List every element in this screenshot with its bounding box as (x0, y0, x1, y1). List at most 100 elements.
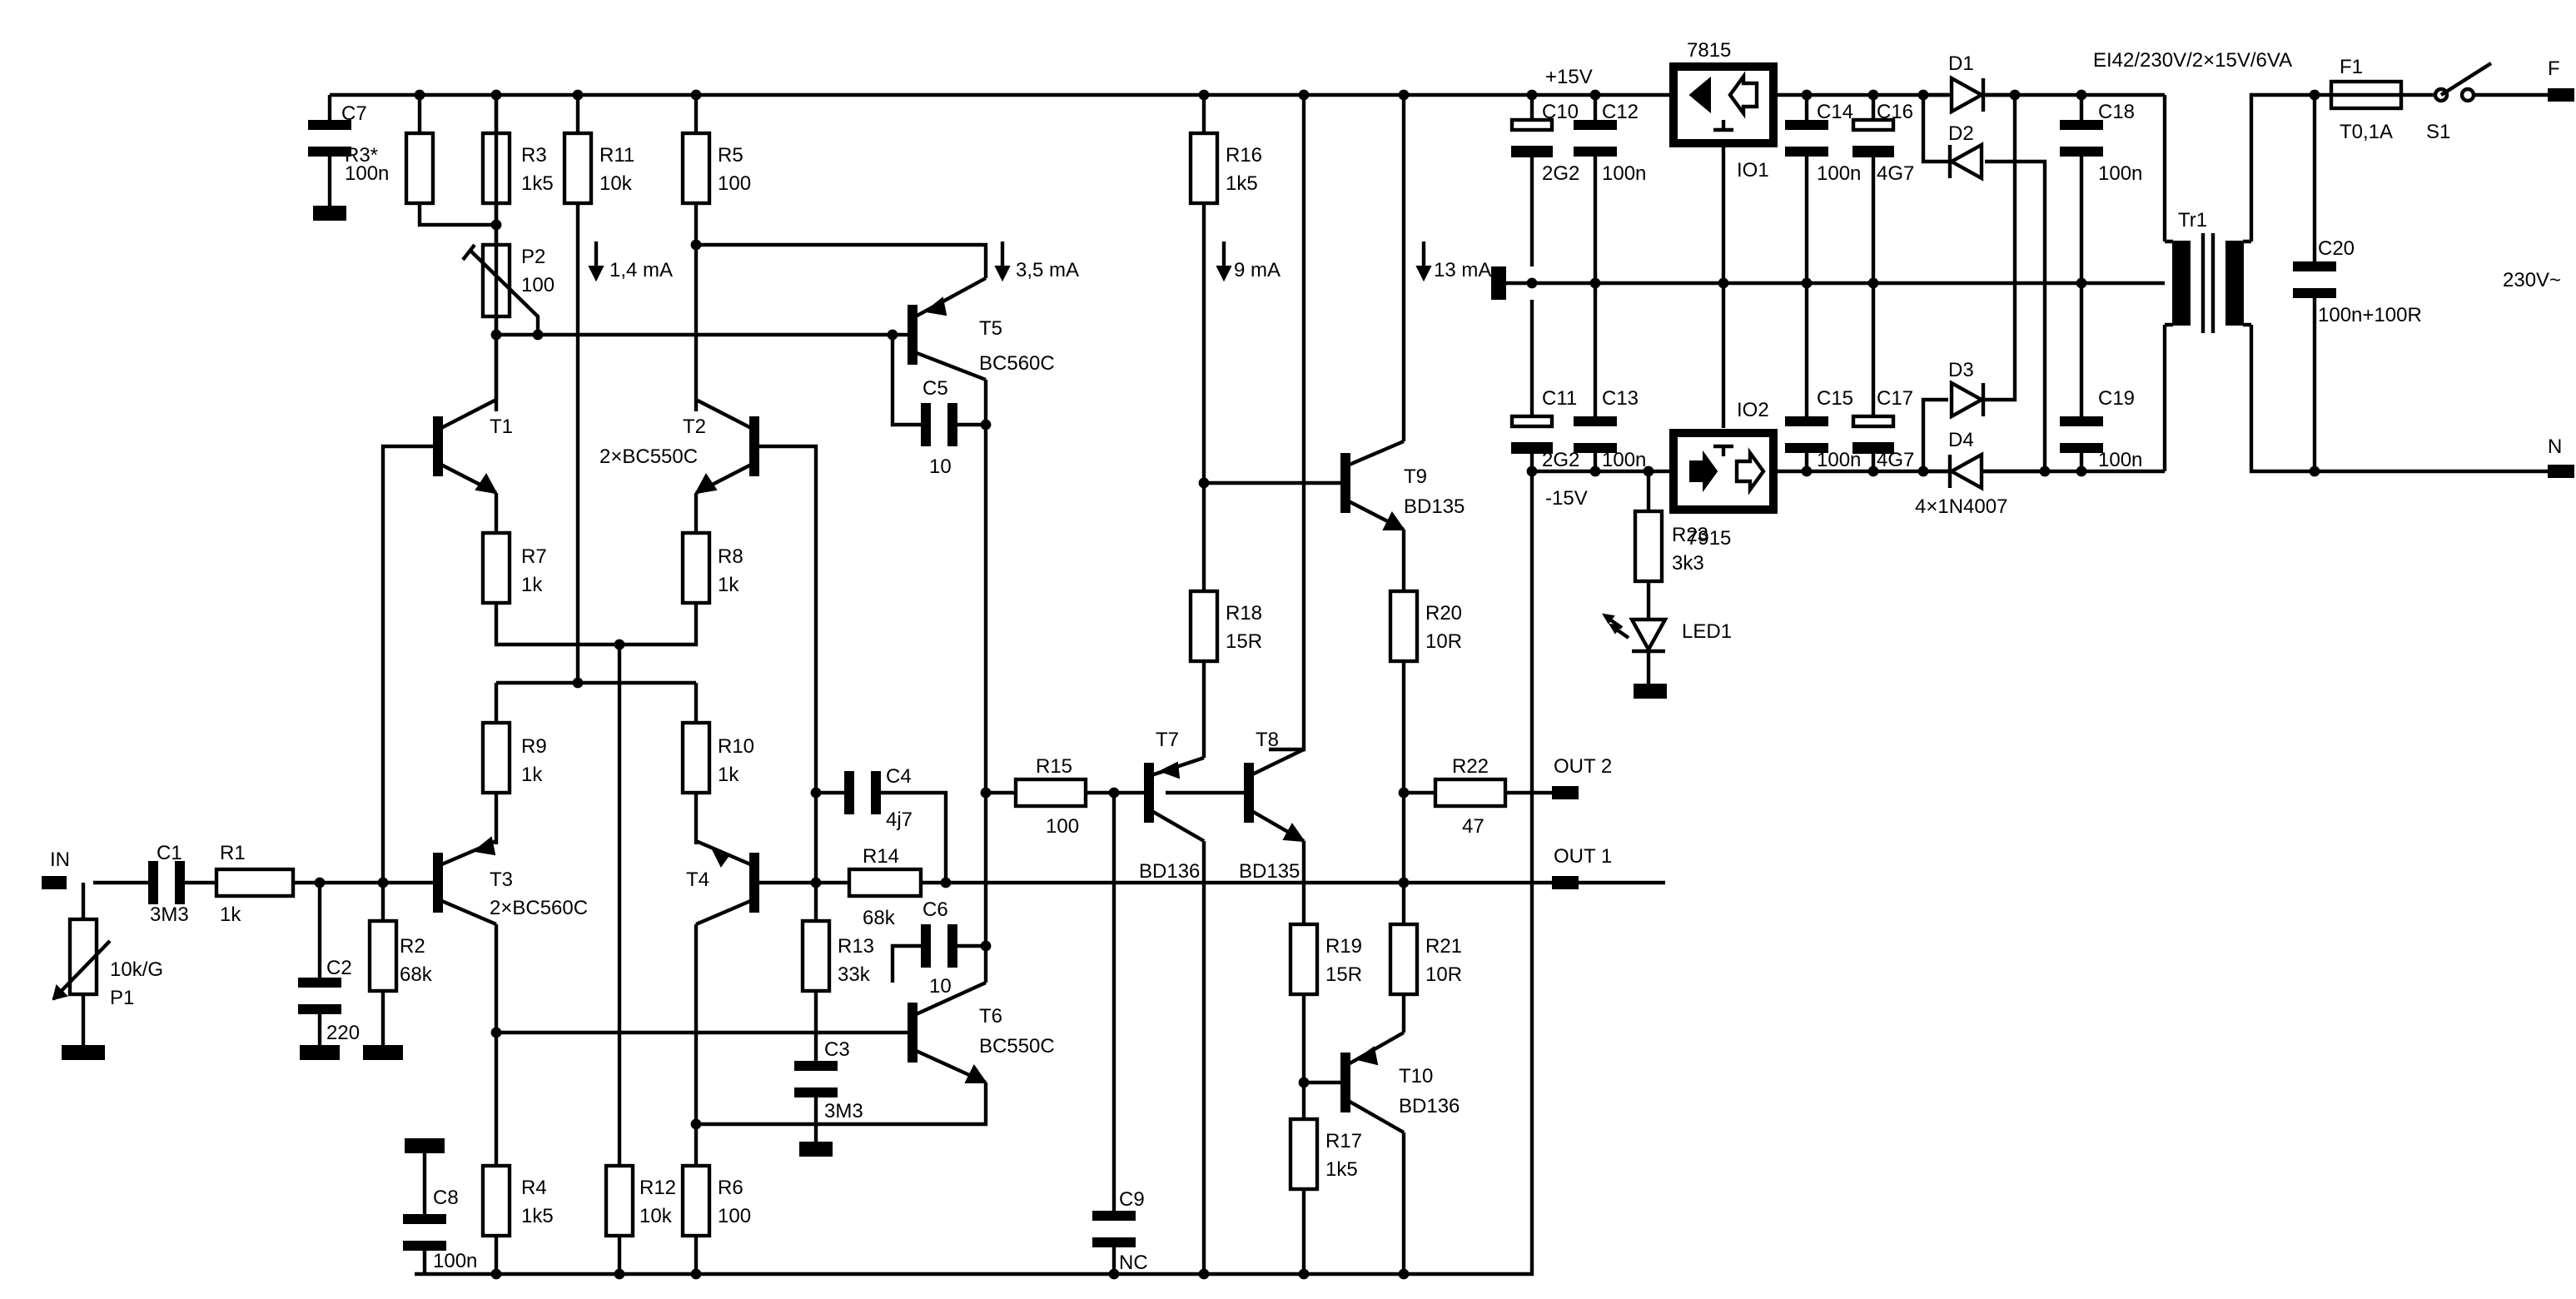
label-c11: C11 (1542, 387, 1577, 410)
label-r1: R1 (220, 842, 246, 864)
label-i1: 1,4 mA (609, 259, 673, 281)
label-t8: T8 (1256, 729, 1279, 751)
label-r13: R13 (838, 935, 874, 958)
resistor-r6 (680, 1163, 712, 1238)
label-r6-val: 100 (718, 1205, 751, 1227)
cap-c16 (1851, 117, 1896, 157)
resistor-r16 (1188, 131, 1220, 206)
cap-c6 (921, 924, 957, 968)
label-tr1: Tr1 (2178, 209, 2207, 231)
label-diode-part: 4×1N4007 (1915, 495, 2007, 518)
label-c20-val: 100n+100R (2318, 304, 2422, 326)
label-r21-val: 10R (1425, 963, 1462, 986)
label-c3-val: 3M3 (824, 1100, 863, 1122)
label-c14-val: 100n (1817, 162, 1861, 185)
label-i4: 13 mA (1434, 259, 1491, 281)
label-c17-val: 4G7 (1877, 449, 1914, 471)
label-io1-part: 7815 (1687, 39, 1731, 62)
label-c15-val: 100n (1817, 449, 1861, 471)
label-r20-val: 10R (1425, 630, 1462, 653)
label-r20: R20 (1425, 602, 1462, 625)
label-c11-val: 2G2 (1542, 449, 1579, 471)
label-c10: C10 (1542, 101, 1579, 123)
regulators (1669, 62, 1778, 514)
resistor-r8 (680, 530, 712, 605)
capacitors (148, 117, 2336, 1251)
label-r14-val: 68k (863, 907, 896, 929)
label-f1-val: T0,1A (2340, 121, 2393, 143)
label-d4: D4 (1948, 429, 1974, 451)
label-r22: R22 (1452, 755, 1489, 778)
label-c17: C17 (1877, 387, 1913, 410)
label-r22-val: 47 (1462, 815, 1484, 838)
label-r3s: R3* (345, 144, 378, 167)
label-t10: T10 (1399, 1065, 1433, 1087)
resistor-r7 (480, 530, 512, 605)
diode-d1 (1949, 75, 1986, 115)
label-r18-val: 15R (1226, 630, 1262, 653)
label-r9: R9 (521, 735, 547, 758)
terminals (42, 88, 2574, 889)
label-out1: OUT 1 (1554, 845, 1612, 868)
resistor-r4 (480, 1163, 512, 1238)
resistor-r9 (480, 720, 512, 795)
label-t9-part: BD135 (1404, 495, 1465, 518)
cap-c4 (844, 771, 881, 814)
cap-c3 (794, 1061, 838, 1097)
cap-c11 (1509, 414, 1554, 454)
resistor-r1 (214, 867, 296, 898)
diodes (1602, 75, 1986, 654)
label-out2: OUT 2 (1554, 755, 1612, 778)
label-tr-spec: EI42/230V/2×15V/6VA (2093, 49, 2292, 72)
label-r19-val: 15R (1325, 963, 1362, 986)
label-t34-part: 2×BC560C (490, 897, 588, 919)
label-c5-val: 10 (929, 455, 952, 478)
label-c12-val: 100n (1602, 162, 1646, 185)
label-t5-part: BC560C (979, 352, 1055, 375)
label-r6: R6 (718, 1177, 743, 1199)
labels: IN OUT 2 OUT 1 F N 230V~ +15V -15V 1,4 m… (50, 39, 2562, 1274)
transistor-t5 (908, 276, 987, 382)
label-c18-val: 100n (2098, 162, 2142, 185)
cap-c20 (2293, 261, 2336, 298)
junction-dots (314, 89, 2320, 1280)
resistor-r3-star (404, 131, 435, 206)
resistors (214, 131, 1664, 1238)
resistor-r17 (1288, 1117, 1320, 1192)
label-t3: T3 (490, 868, 513, 891)
label-t7-part: BD136 (1139, 860, 1200, 883)
label-r8: R8 (718, 545, 743, 568)
label-r16-val: 1k5 (1226, 172, 1258, 195)
label-c4-val: 4j7 (886, 809, 913, 831)
resistor-r23 (1633, 509, 1664, 584)
label-r8-val: 1k (718, 574, 739, 596)
transistor-t9 (1340, 439, 1405, 531)
cap-c5 (921, 403, 957, 446)
label-r7-val: 1k (521, 574, 543, 596)
label-c19-val: 100n (2098, 449, 2142, 471)
transistor-t1 (433, 95, 499, 495)
label-t8-part: BD135 (1239, 860, 1300, 883)
pot-p1-wiper (52, 939, 112, 1001)
label-i3: 9 mA (1234, 259, 1281, 281)
label-io1: IO1 (1737, 159, 1769, 182)
cap-c19 (2060, 416, 2103, 453)
label-c2-val: 220 (326, 1022, 360, 1044)
label-t2: T2 (683, 416, 706, 438)
regulator-io2 (1669, 429, 1778, 514)
label-c13: C13 (1602, 387, 1639, 410)
label-io2-part: 7915 (1687, 527, 1731, 550)
label-c14: C14 (1817, 101, 1853, 123)
label-t6: T6 (979, 1005, 1002, 1028)
label-c9: C9 (1119, 1188, 1145, 1211)
label-s1: S1 (2426, 121, 2450, 143)
resistor-r22 (1433, 777, 1508, 809)
label-r23-val: 3k3 (1672, 552, 1704, 575)
label-r19: R19 (1325, 935, 1362, 958)
label-t1: T1 (490, 416, 513, 438)
resistor-r11 (562, 131, 594, 206)
label-t6-part: BC550C (979, 1035, 1055, 1058)
cap-c2 (298, 978, 341, 1014)
label-c5: C5 (922, 377, 948, 400)
resistor-r21 (1388, 922, 1420, 997)
